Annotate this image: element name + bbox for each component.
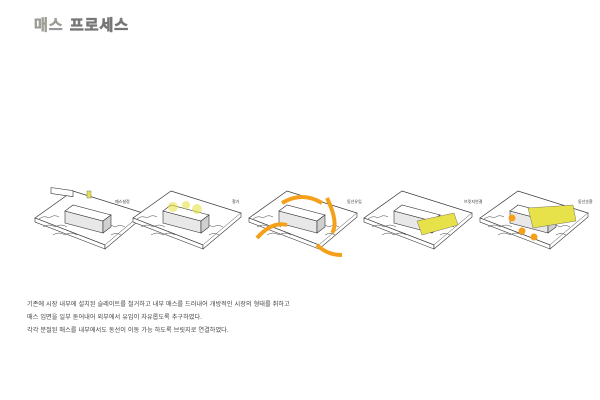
description-line: 각각 분절된 매스를 내부에서도 동선이 이동 가능 하도록 브릿지로 연결하였… bbox=[27, 327, 229, 334]
description-line: 매스 입면을 일부 돋어내어 외부에서 유입이 자유롭도록 추구하였다. bbox=[27, 314, 203, 321]
diagram-step-4: 브릿지연결 bbox=[362, 183, 482, 263]
step-label: 동선순환 bbox=[578, 199, 593, 204]
massing-diagram bbox=[248, 190, 358, 257]
title-highlight: 매스 bbox=[34, 16, 64, 35]
step-label: 매스설정 bbox=[115, 199, 130, 204]
description-line: 기존에 시장 내부에 설치된 슬레이트를 철거하고 내부 매스를 드러내어 개방… bbox=[27, 301, 290, 308]
page-title: 매스 프로세스 bbox=[34, 14, 129, 35]
description: 기존에 시장 내부에 설치된 슬레이트를 철거하고 내부 매스를 드러내어 개방… bbox=[27, 298, 290, 337]
step-label: 브릿지연결 bbox=[464, 199, 483, 204]
diagram-step-3: 동선유입 bbox=[247, 183, 367, 263]
massing-diagram bbox=[132, 190, 242, 250]
massing-diagram bbox=[479, 190, 589, 250]
diagram-step-2: 철거 bbox=[131, 183, 251, 263]
title-rest: 프로세스 bbox=[69, 16, 130, 35]
step-label: 철거 bbox=[232, 199, 240, 204]
massing-diagram bbox=[363, 190, 473, 250]
step-label: 동선유입 bbox=[347, 199, 362, 204]
diagram-step-5: 동선순환 bbox=[478, 183, 598, 263]
